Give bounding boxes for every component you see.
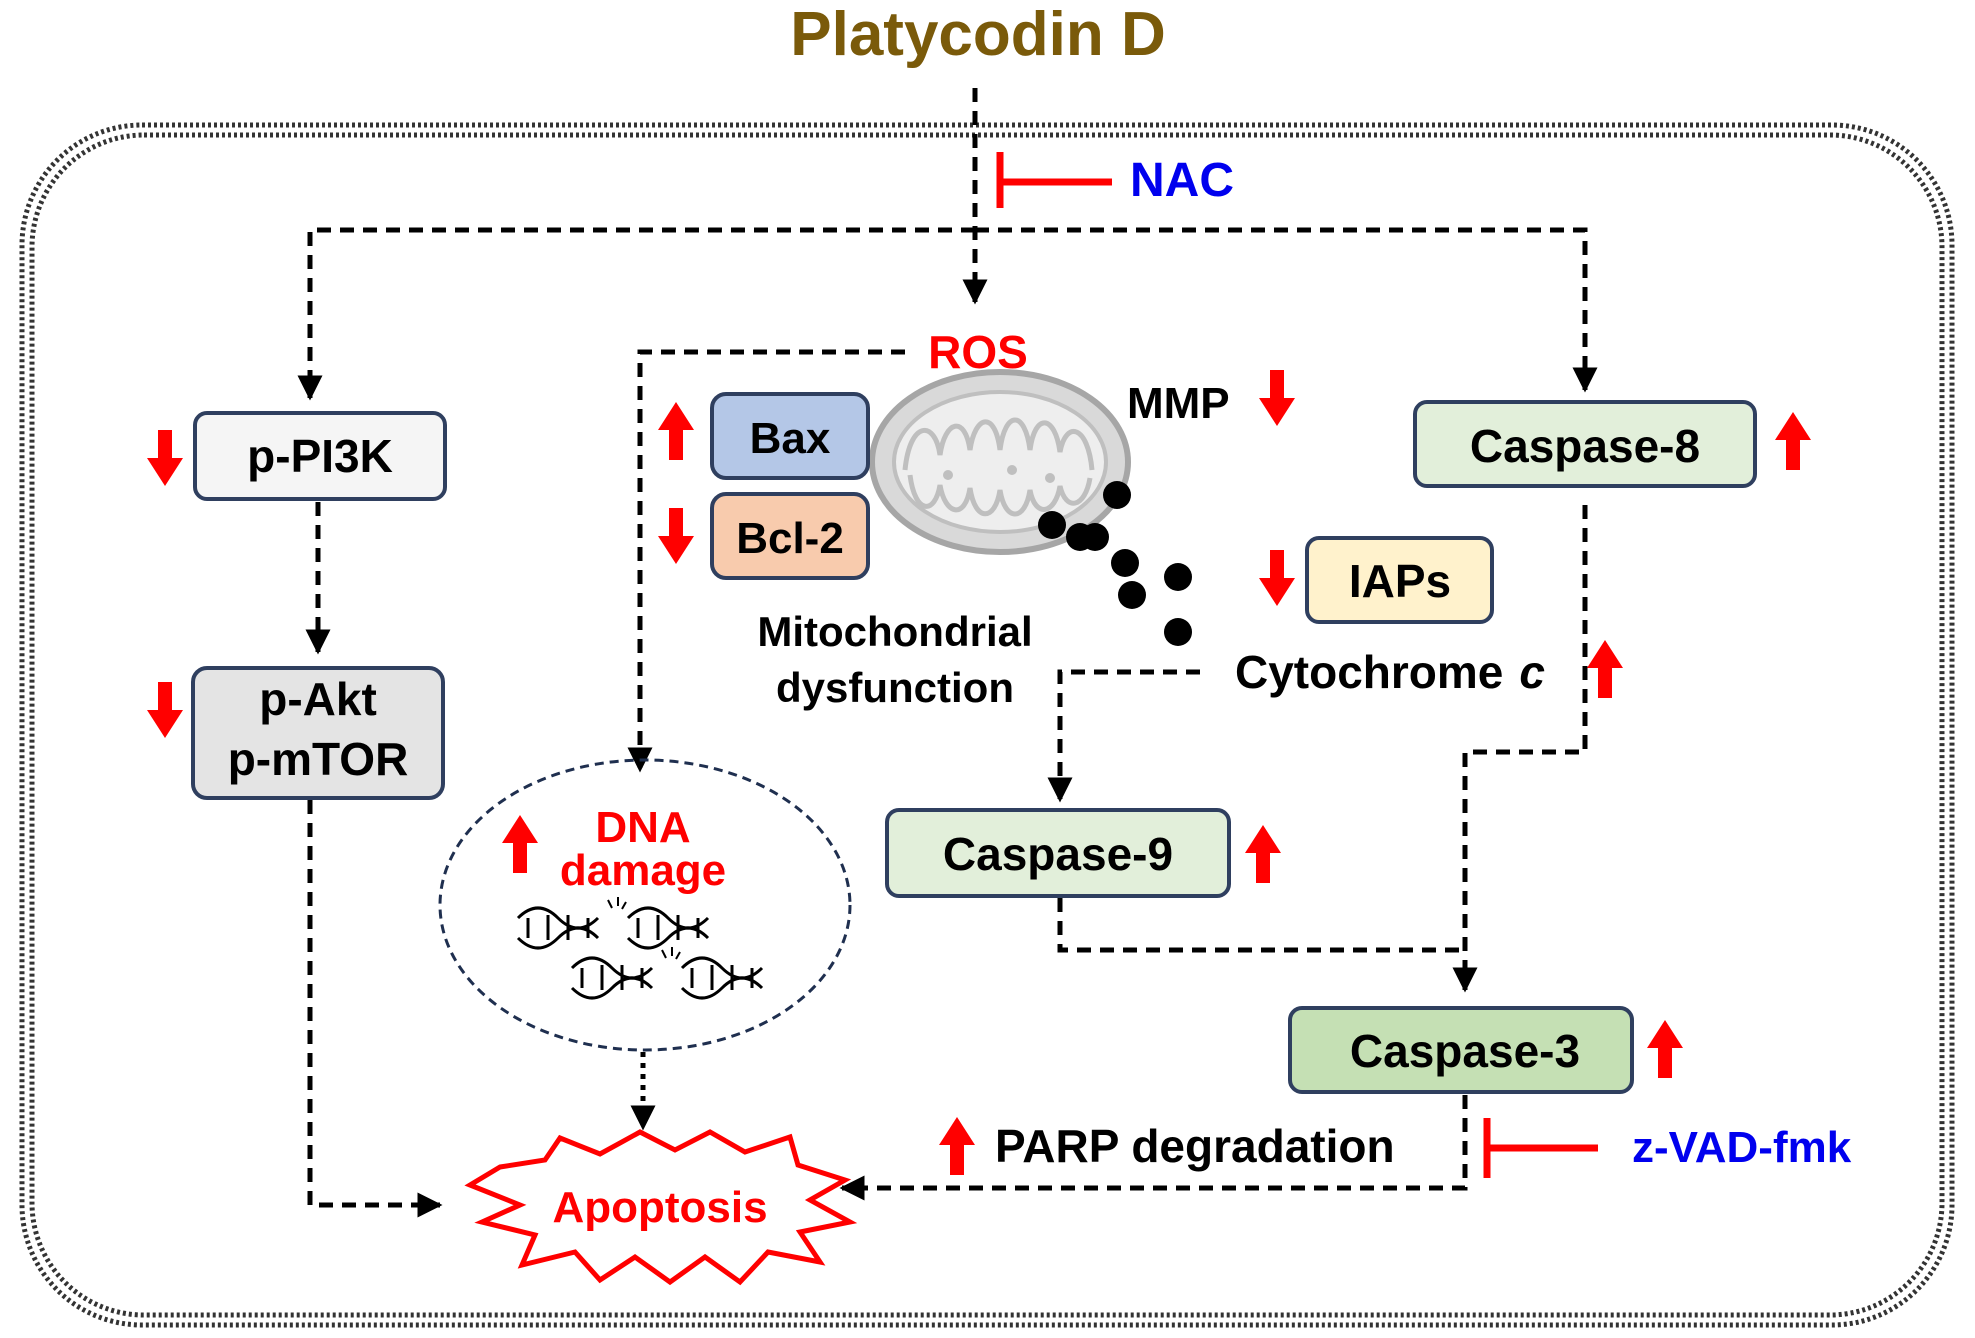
down-arrow-iaps (1259, 550, 1295, 606)
arrow-casp9-casp3 (1057, 898, 1465, 953)
cytochrome-c-dots (1038, 481, 1192, 646)
cytochrome-word: Cytochrome (1235, 646, 1503, 698)
down-arrow-bcl2 (658, 508, 694, 564)
dna-label-line2: damage (560, 846, 726, 895)
bcl2-label: Bcl-2 (736, 514, 844, 563)
up-arrow-dna (502, 815, 538, 873)
caspase9-box (885, 808, 1231, 898)
parp-label: PARP degradation (995, 1120, 1395, 1172)
bcl2-box (710, 492, 870, 580)
compound-title: Platycodin D (790, 0, 1166, 69)
up-arrow-caspase8 (1775, 412, 1811, 470)
arrow-branch-caspase8 (975, 227, 1598, 393)
ros-label: ROS (928, 326, 1028, 378)
bax-label: Bax (750, 414, 831, 463)
zvad-inhibitor (1483, 1118, 1598, 1178)
arrow-casp8-casp3 (1452, 505, 1588, 993)
arrow-cytc-casp9 (1047, 669, 1200, 803)
mitochondrion-image (869, 369, 1131, 555)
caspase8-label: Caspase-8 (1470, 420, 1700, 472)
dna-label-line1: DNA (595, 803, 690, 852)
arrow-ros-dna (627, 349, 905, 773)
ppi3k-box (193, 411, 447, 501)
up-arrow-caspase3 (1647, 1020, 1683, 1078)
mito-dysfunction-line1: Mitochondrial (757, 608, 1032, 655)
up-arrow-parp (939, 1117, 975, 1175)
arrow-pakt-apoptosis (307, 800, 443, 1218)
caspase9-label: Caspase-9 (943, 828, 1173, 880)
down-arrow-ppi3k (147, 430, 183, 486)
nac-label: NAC (1130, 154, 1234, 207)
cell-membrane (19, 122, 1955, 1328)
iaps-label: IAPs (1349, 555, 1451, 607)
apoptosis-label: Apoptosis (552, 1183, 767, 1232)
caspase3-box (1288, 1006, 1634, 1094)
cell-membrane-inner (29, 132, 1945, 1318)
arrow-casp3-apoptosis (839, 1095, 1468, 1201)
mmp-label: MMP (1127, 379, 1230, 428)
iaps-box (1305, 536, 1494, 624)
regulation-arrows (147, 370, 1811, 1175)
caspase8-box (1413, 400, 1757, 488)
ppi3k-label: p-PI3K (247, 430, 393, 482)
pakt-label: p-Akt (259, 673, 377, 725)
dna-strand-icons (516, 897, 764, 1000)
caspase3-label: Caspase-3 (1350, 1025, 1580, 1077)
down-arrow-mmp (1259, 370, 1295, 426)
nac-inhibitor (996, 152, 1112, 208)
cytochrome-label: Cytochrome c (1235, 646, 1545, 698)
bax-box (710, 392, 870, 480)
dna-damage-ellipse (438, 758, 852, 1052)
zvad-label: z-VAD-fmk (1632, 1123, 1852, 1172)
up-arrow-bax (658, 402, 694, 460)
mito-dysfunction-line2: dysfunction (776, 664, 1014, 711)
up-arrow-caspase9 (1245, 825, 1281, 883)
down-arrow-pakt (147, 682, 183, 738)
pakt-box (191, 666, 445, 800)
up-arrow-cytochrome (1587, 640, 1623, 698)
pmtor-label: p-mTOR (228, 733, 409, 785)
apoptosis-burst (464, 1129, 858, 1286)
pathway-lines (297, 88, 1598, 1218)
cytochrome-c-letter: c (1519, 646, 1545, 698)
